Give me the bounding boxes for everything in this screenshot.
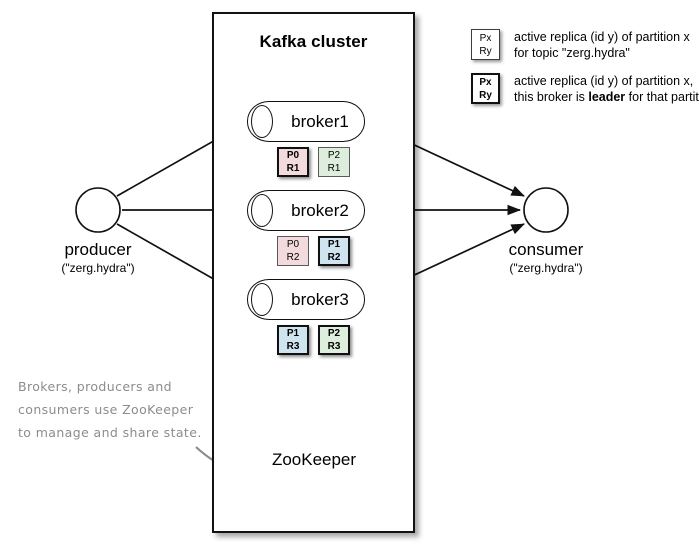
legend-line-2: this broker is leader for that partition xyxy=(514,89,699,105)
broker-node-2[interactable]: broker2 xyxy=(247,190,365,231)
partition-id: P0 xyxy=(286,239,300,250)
partition-id: P2 xyxy=(327,328,341,339)
partition-chip[interactable]: P0 R2 xyxy=(277,236,309,266)
legend-text-leader: active replica (id y) of partition x, th… xyxy=(514,73,699,105)
legend-partition-id: Px xyxy=(479,76,492,88)
broker-cylinder-cap xyxy=(251,105,273,138)
legend-partition-id: Px xyxy=(479,32,492,44)
zookeeper-note: Brokers, producers and consumers use Zoo… xyxy=(18,375,218,444)
note-line-1: Brokers, producers and xyxy=(18,379,172,394)
kafka-cluster-title: Kafka cluster xyxy=(259,32,368,51)
broker-2-partitions: P0 R2 P1 R2 xyxy=(277,236,350,266)
producer-node xyxy=(75,187,121,233)
broker-label: broker1 xyxy=(291,112,349,131)
legend-line-1: active replica (id y) of partition x xyxy=(514,30,690,44)
legend-line-2-pre: this broker is xyxy=(514,90,589,104)
partition-id: P1 xyxy=(327,239,341,250)
partition-chip[interactable]: P1 R3 xyxy=(277,325,309,355)
replica-id: R1 xyxy=(327,163,341,174)
partition-chip[interactable]: P2 R1 xyxy=(318,147,350,177)
replica-id: R2 xyxy=(286,252,300,263)
legend-text-replica: active replica (id y) of partition x for… xyxy=(514,29,690,61)
legend-chip-replica: Px Ry xyxy=(471,29,500,60)
legend-item-leader: Px Ry active replica (id y) of partition… xyxy=(471,73,699,105)
broker-1-partitions: P0 R1 P2 R1 xyxy=(277,147,350,177)
broker-cylinder-cap xyxy=(251,283,273,316)
note-line-2: consumers use ZooKeeper xyxy=(18,402,194,417)
broker-label: broker2 xyxy=(291,201,349,220)
kafka-cluster-box xyxy=(212,12,415,533)
broker-node-1[interactable]: broker1 xyxy=(247,101,365,142)
replica-id: R2 xyxy=(327,252,341,263)
legend-line-2: for topic "zerg.hydra" xyxy=(514,46,630,60)
broker-label: broker3 xyxy=(291,290,349,309)
partition-id: P2 xyxy=(327,150,341,161)
consumer-node xyxy=(523,187,569,233)
consumer-name: consumer xyxy=(508,240,584,259)
legend-chip-leader: Px Ry xyxy=(471,73,500,104)
legend-replica-id: Ry xyxy=(479,89,492,101)
broker-3-partitions: P1 R3 P2 R3 xyxy=(277,325,350,355)
legend-line-2-bold: leader xyxy=(588,90,626,104)
replica-id: R3 xyxy=(286,341,300,352)
producer-name: producer xyxy=(64,240,132,259)
legend-item-replica: Px Ry active replica (id y) of partition… xyxy=(471,29,690,61)
legend-line-2-post: for that partition xyxy=(628,90,699,104)
broker-cylinder-cap xyxy=(251,194,273,227)
consumer-topic: ("zerg.hydra") xyxy=(509,261,583,275)
producer-label-group: producer ("zerg.hydra") xyxy=(38,240,158,276)
consumer-label-group: consumer ("zerg.hydra") xyxy=(486,240,606,276)
broker-node-3[interactable]: broker3 xyxy=(247,279,365,320)
legend-replica-id: Ry xyxy=(479,45,492,57)
partition-id: P0 xyxy=(286,150,300,161)
partition-chip[interactable]: P1 R2 xyxy=(318,236,350,266)
zookeeper-label: ZooKeeper xyxy=(271,450,357,469)
replica-id: R3 xyxy=(327,341,341,352)
replica-id: R1 xyxy=(286,163,300,174)
legend-line-1: active replica (id y) of partition x, xyxy=(514,74,694,88)
partition-id: P1 xyxy=(286,328,300,339)
producer-topic: ("zerg.hydra") xyxy=(61,261,135,275)
partition-chip[interactable]: P2 R3 xyxy=(318,325,350,355)
note-line-3: to manage and share state. xyxy=(18,425,202,440)
partition-chip[interactable]: P0 R1 xyxy=(277,147,309,177)
